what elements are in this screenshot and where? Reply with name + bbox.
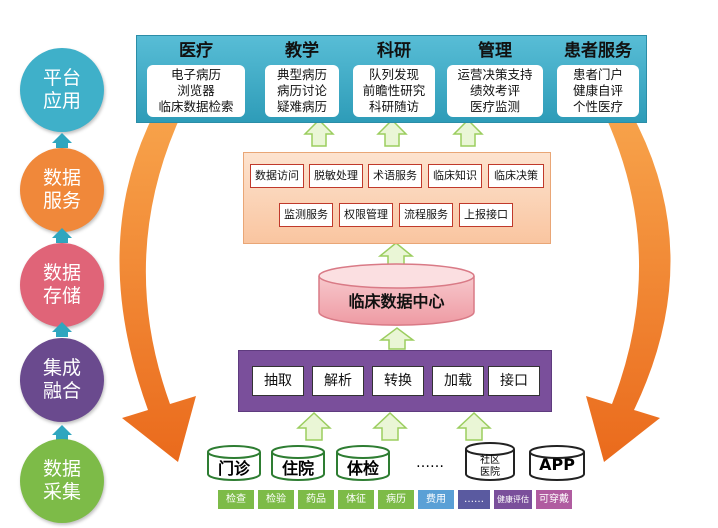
platform-patient-items: 患者门户 健康自评 个性医疗 [557,65,639,117]
platform-item: 绩效考评 [469,83,520,98]
right-curved-arrow [586,122,671,462]
platform-item: 运营决策支持 [457,67,533,82]
platform-management-items: 运营决策支持 绩效考评 医疗监测 [447,65,543,117]
source-cylinder-icon [336,452,390,481]
service-clinical-knowledge: 临床知识 [428,164,482,188]
platform-item: 健康自评 [572,83,623,98]
integration-load: 加载 [432,366,484,396]
stage-up-arrow [52,133,72,143]
stage-up-arrow-stem [56,331,68,337]
stage-up-arrow [52,322,72,332]
platform-layer: 医疗 电子病历 浏览器 临床数据检索 教学 典型病历 病历讨论 疑难病历 科研 … [136,35,647,123]
service-report-interface: 上报接口 [459,203,513,227]
stage-up-arrow-stem [56,142,68,148]
source-outpatient: 门诊 [217,459,250,478]
integration-interface: 接口 [488,366,540,396]
stage-data-storage: 数据存储 [20,243,104,327]
integration-parse: 解析 [312,366,364,396]
tag-ellipsis: …… [458,490,490,509]
clinical-data-center: 临床数据中心 [317,262,476,328]
platform-item: 患者门户 [572,67,623,82]
service-desensitization: 脱敏处理 [309,164,363,188]
tag-wearable: 可穿戴 [536,490,572,509]
source-cylinder-icon [465,449,515,481]
community-line2: 医院 [480,467,500,478]
up-arrow [303,118,335,147]
platform-patient-title: 患者服务 [564,41,632,61]
stage-up-arrow [52,228,72,238]
community-line1: 社区 [480,455,500,466]
platform-item: 浏览器 [177,83,215,98]
clinical-data-center-label: 临床数据中心 [348,292,445,311]
tag-records: 病历 [378,490,414,509]
service-workflow: 流程服务 [399,203,453,227]
platform-teaching-items: 典型病历 病历讨论 疑难病历 [265,65,339,117]
up-arrow [452,118,484,147]
platform-item: 个性医疗 [572,99,623,114]
data-services-layer: 数据访问 脱敏处理 术语服务 临床知识 临床决策 监测服务 权限管理 流程服务 … [243,152,551,244]
database-cylinder-icon [318,263,475,326]
source-physical-exam: 体检 [346,459,379,478]
stage-data-collection: 数据采集 [20,439,104,523]
up-arrow [372,411,408,441]
source-cylinder-icon [529,452,585,481]
platform-teaching: 教学 典型病历 病历讨论 疑难病历 [265,40,339,117]
platform-item: 前瞻性研究 [362,83,426,98]
platform-medical-title: 医疗 [179,41,213,61]
service-monitoring: 监测服务 [279,203,333,227]
tag-drug: 药品 [298,490,334,509]
up-arrow [296,411,332,441]
platform-item: 临床数据检索 [158,99,234,114]
platform-item: 医疗监测 [469,99,520,114]
stage-up-arrow-stem [56,434,68,440]
stage-up-arrow [52,425,72,435]
service-data-access: 数据访问 [250,164,304,188]
platform-research-title: 科研 [377,41,411,61]
stage-up-arrow-stem [56,237,68,243]
source-inpatient: 住院 [281,459,314,478]
platform-teaching-title: 教学 [285,41,319,61]
source-app: APP [539,455,575,474]
platform-management-title: 管理 [478,41,512,61]
platform-item: 队列发现 [368,67,419,82]
source-ellipsis: …… [416,455,444,471]
source-cylinder-icon [207,452,261,481]
up-arrow [378,327,416,350]
integration-extract: 抽取 [252,366,304,396]
tag-vitals: 体征 [338,490,374,509]
tag-fees: 费用 [418,490,454,509]
platform-item: 典型病历 [276,67,327,82]
platform-item: 电子病历 [170,67,221,82]
tag-health-assessment: 健康评估 [494,490,532,509]
source-community-hospital: 社区 医院 [466,455,514,479]
service-permission: 权限管理 [339,203,393,227]
source-cylinder-icon [271,452,325,481]
platform-management: 管理 运营决策支持 绩效考评 医疗监测 [447,40,543,117]
up-arrow [376,118,408,147]
platform-item: 病历讨论 [276,83,327,98]
stage-platform-app: 平台应用 [20,48,104,132]
platform-research-items: 队列发现 前瞻性研究 科研随访 [353,65,435,117]
service-terminology: 术语服务 [368,164,422,188]
platform-medical-items: 电子病历 浏览器 临床数据检索 [147,65,245,117]
integration-layer: 抽取 解析 转换 加载 接口 [238,350,552,412]
platform-item: 疑难病历 [276,99,327,114]
tag-lab: 检验 [258,490,294,509]
platform-medical: 医疗 电子病历 浏览器 临床数据检索 [147,40,245,117]
integration-transform: 转换 [372,366,424,396]
stage-data-service: 数据服务 [20,148,104,232]
platform-patient-service: 患者服务 患者门户 健康自评 个性医疗 [557,40,639,117]
platform-research: 科研 队列发现 前瞻性研究 科研随访 [353,40,435,117]
platform-item: 科研随访 [368,99,419,114]
stage-integration: 集成融合 [20,338,104,422]
tag-exam: 检查 [218,490,254,509]
service-clinical-decision: 临床决策 [488,164,544,188]
left-curved-arrow [119,122,196,462]
up-arrow [456,411,492,441]
